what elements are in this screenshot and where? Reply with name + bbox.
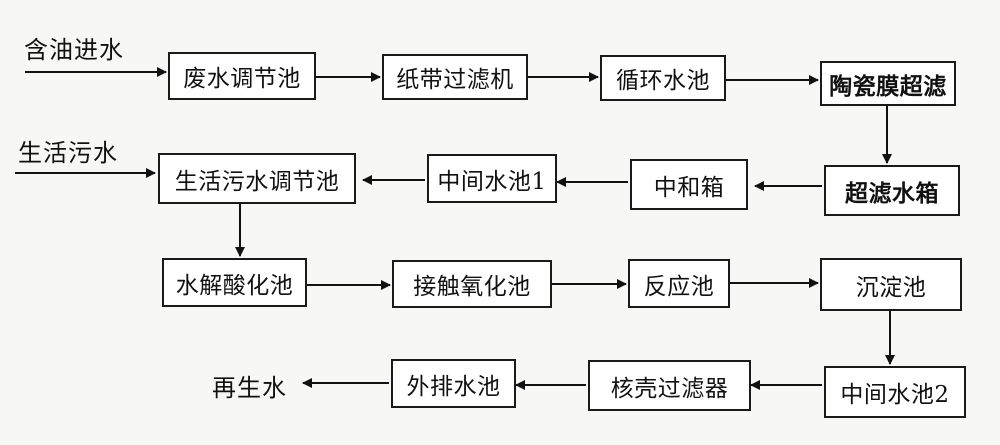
input-label-oily-water: 含油进水: [24, 36, 124, 64]
box-sedimentation-tank: 沉淀池: [820, 258, 962, 311]
box-intermediate-tank-2: 中间水池2: [824, 366, 966, 418]
input-label-domestic-sewage: 生活污水: [18, 139, 118, 167]
box-contact-oxidation-tank: 接触氧化池: [392, 260, 552, 308]
box-domestic-sewage-regulating-tank: 生活污水调节池: [158, 153, 356, 204]
box-paper-belt-filter: 纸带过滤机: [382, 54, 528, 100]
box-discharge-tank: 外排水池: [391, 359, 516, 408]
box-uf-water-tank: 超滤水箱: [824, 165, 960, 216]
box-ceramic-membrane-uf: 陶瓷膜超滤: [820, 61, 956, 106]
box-wastewater-regulating-tank: 废水调节池: [168, 52, 316, 100]
box-shell-filter: 核壳过滤器: [588, 360, 751, 411]
box-reaction-tank: 反应池: [628, 259, 730, 308]
output-label-reclaimed-water: 再生水: [212, 374, 287, 402]
box-hydrolysis-acidification-tank: 水解酸化池: [162, 258, 307, 307]
box-neutralization-box: 中和箱: [630, 159, 748, 210]
box-intermediate-tank-1: 中间水池1: [427, 154, 557, 203]
box-circulation-tank: 循环水池: [600, 55, 726, 101]
